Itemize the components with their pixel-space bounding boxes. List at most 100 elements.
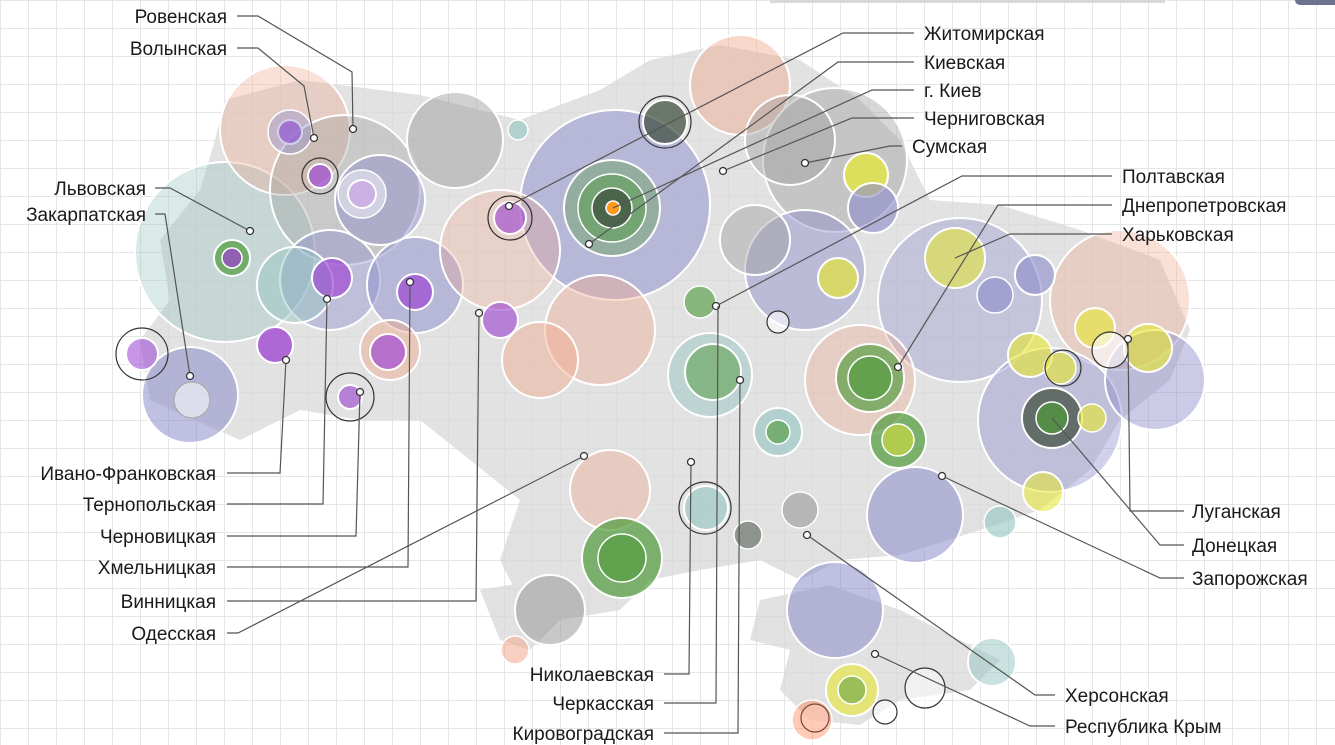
bubble — [689, 34, 791, 136]
leader-zhitomirskaya — [508, 32, 914, 207]
bubble — [881, 423, 915, 457]
leader-zaporozhskaya — [941, 475, 1184, 579]
anchor-ivano-frankovskaya — [281, 355, 291, 365]
label-kharkovskaya[interactable]: Харьковская — [1122, 225, 1234, 246]
top-toolbar-edge — [770, 0, 1165, 3]
bubble — [369, 333, 407, 371]
bubble — [983, 505, 1017, 539]
label-chernovitskaya[interactable]: Черновицкая — [100, 527, 216, 548]
anchor-krym — [870, 649, 880, 659]
anchor-khersonskaya — [802, 530, 812, 540]
bubble — [337, 169, 387, 219]
leader-ternopolskaya — [227, 298, 328, 505]
bubble — [1123, 323, 1173, 373]
bubble — [800, 703, 830, 733]
bubble — [267, 109, 313, 155]
bubble — [221, 247, 243, 269]
bubble — [976, 276, 1014, 314]
bubble — [744, 209, 866, 331]
bubble — [683, 285, 717, 319]
anchor-chernovitskaya — [355, 387, 365, 397]
anchor-vinnitskaya — [474, 308, 484, 318]
label-dnepropetrovskaya[interactable]: Днепропетровская — [1122, 196, 1286, 217]
label-sumskaya[interactable]: Сумская — [912, 137, 987, 158]
bubble — [1014, 254, 1056, 296]
bubble — [744, 94, 836, 186]
label-chernigovskaya[interactable]: Черниговская — [924, 109, 1045, 130]
leader-ivano-frankovskaya — [227, 359, 287, 474]
label-cherkasskaya[interactable]: Черкасская — [552, 694, 654, 715]
label-poltavskaya[interactable]: Полтавская — [1122, 167, 1225, 188]
label-g-kiev[interactable]: г. Киев — [924, 81, 982, 102]
leader-vinnitskaya — [227, 312, 480, 602]
label-nikolaevskaya[interactable]: Николаевская — [530, 665, 654, 686]
bubble — [396, 273, 434, 311]
bubble — [638, 95, 692, 149]
leader-lvovskaya — [155, 187, 251, 232]
bubble — [866, 466, 964, 564]
label-ternopolskaya[interactable]: Тернопольская — [83, 495, 216, 516]
leader-rovenskaya — [237, 15, 354, 130]
bubble — [507, 119, 529, 141]
anchor-kievskaya — [584, 239, 594, 249]
leader-volynskaya — [237, 47, 315, 139]
label-krym[interactable]: Республика Крым — [1065, 717, 1222, 738]
bubble — [347, 179, 377, 209]
anchor-dnepropetrovskaya — [893, 362, 903, 372]
leader-khmelnitskaya — [227, 281, 411, 568]
leader-kharkovskaya — [954, 233, 1112, 259]
bubble — [501, 321, 579, 399]
corner-tab[interactable] — [1295, 0, 1335, 5]
anchor-odesskaya — [579, 451, 589, 461]
label-zhitomirskaya[interactable]: Житомирская — [924, 24, 1045, 45]
bubble — [334, 154, 426, 246]
bubble — [481, 301, 519, 339]
bubble — [642, 99, 688, 145]
bubble — [500, 635, 530, 665]
label-zakarpatskaya[interactable]: Закарпатская — [26, 205, 146, 226]
label-volynskaya[interactable]: Волынская — [130, 39, 227, 60]
bubble — [597, 533, 647, 583]
bubble — [766, 310, 790, 334]
region-labels: Ровенская Волынская Львовская Закарпатск… — [26, 7, 1308, 745]
label-luganskaya[interactable]: Луганская — [1192, 502, 1281, 523]
leader-chernovitskaya — [227, 391, 361, 537]
bubble — [311, 257, 353, 299]
anchor-luganskaya — [1123, 334, 1133, 344]
label-donetskaya[interactable]: Донецкая — [1192, 536, 1277, 557]
bubble — [837, 675, 867, 705]
label-lvovskaya[interactable]: Львовская — [54, 179, 146, 200]
bubble — [1043, 351, 1077, 385]
anchor-zaporozhskaya — [937, 471, 947, 481]
anchor-ternopolskaya — [322, 294, 332, 304]
bubble — [967, 637, 1017, 687]
bubble — [514, 574, 586, 646]
leader-odesskaya — [227, 455, 585, 634]
bubble — [872, 699, 898, 725]
bubble — [684, 343, 742, 401]
bubble — [544, 274, 656, 386]
anchor-zakarpatskaya — [185, 371, 195, 381]
leader-khersonskaya — [806, 534, 1055, 696]
bubble — [173, 381, 211, 419]
leader-krym — [874, 653, 1055, 727]
bubble — [1077, 403, 1107, 433]
bubble — [406, 91, 504, 189]
leader-nikolaevskaya — [664, 461, 692, 675]
leader-lines — [155, 15, 1184, 734]
label-rovenskaya[interactable]: Ровенская — [135, 7, 227, 28]
bubble — [1091, 331, 1129, 369]
label-vinnitskaya[interactable]: Винницкая — [121, 592, 216, 613]
label-zaporozhskaya[interactable]: Запорожская — [1192, 569, 1308, 590]
label-khmelnitskaya[interactable]: Хмельницкая — [98, 558, 216, 579]
label-kievskaya[interactable]: Киевская — [924, 53, 1005, 74]
label-kirovogradskaya[interactable]: Кировоградская — [513, 724, 655, 745]
bubble — [1044, 349, 1082, 387]
leader-luganskaya — [1127, 338, 1184, 512]
bubble — [719, 204, 791, 276]
label-khersonskaya[interactable]: Херсонская — [1065, 686, 1169, 707]
label-ivano-frankovskaya[interactable]: Ивано-Франковская — [40, 464, 216, 485]
leader-kirovogradskaya — [664, 379, 741, 734]
label-odesskaya[interactable]: Одесская — [131, 624, 216, 645]
